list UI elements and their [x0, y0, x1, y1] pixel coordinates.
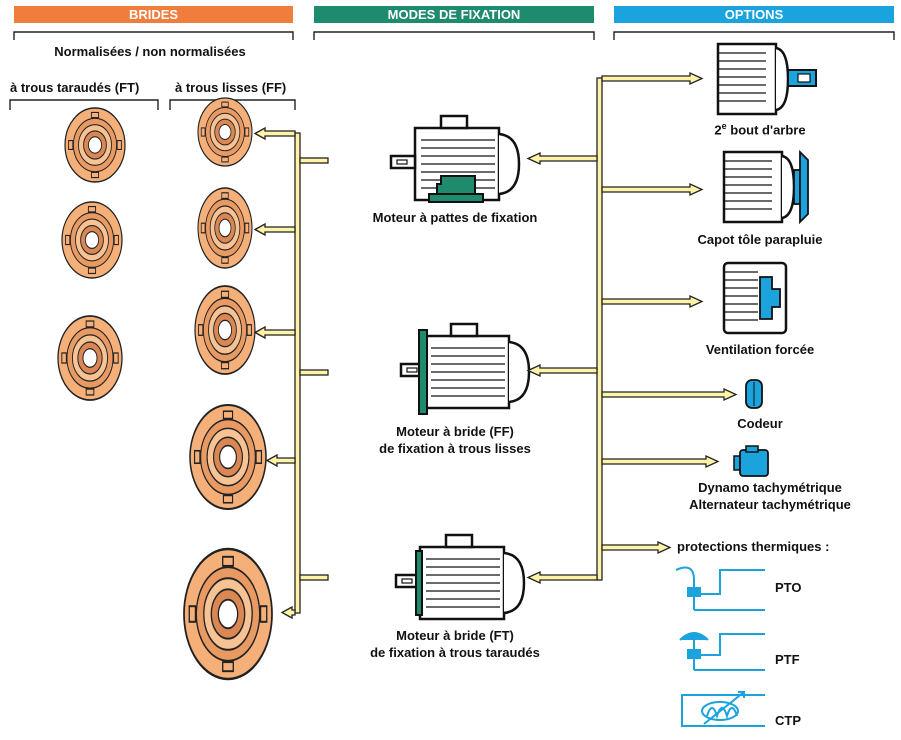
options-header: OPTIONS	[724, 7, 784, 22]
brides-col-ff-label: à trous lisses (FF)	[175, 80, 287, 95]
modes-header: MODES DE FIXATION	[387, 7, 521, 22]
options-connector	[526, 71, 738, 585]
option-ventilation-label: Ventilation forcée	[705, 342, 815, 357]
mode-ff-label-line1: Moteur à bride (FF)	[396, 424, 514, 439]
flange-ff-3	[194, 285, 256, 375]
flange-ff-2	[197, 187, 253, 269]
forced-ventilation-icon	[722, 261, 788, 335]
brides-header-bar	[14, 6, 293, 23]
option-alternateur-label: Alternateur tachymétrique	[689, 497, 851, 512]
brides-header: BRIDES	[128, 7, 179, 22]
flange-ft-large	[57, 315, 123, 401]
option-codeur-label: Codeur	[737, 416, 783, 431]
brides-col-ft-label: à trous taraudés (FT)	[10, 80, 140, 95]
ctp-symbol	[681, 691, 765, 727]
option-capot-label: Capot tôle parapluie	[697, 232, 823, 247]
option-protections-label: protections thermiques :	[677, 539, 830, 554]
flange-ff-5	[182, 547, 274, 681]
second-shaft-end-icon	[716, 42, 817, 116]
brides-subtitle: Normalisées / non normalisées	[54, 44, 246, 59]
options-header-bar	[614, 6, 894, 23]
pto-symbol	[675, 566, 765, 611]
ptf-symbol	[679, 632, 765, 671]
brides-connector	[253, 126, 329, 620]
encoder-icon	[745, 379, 763, 409]
option-dynamo-label: Dynamo tachymétrique	[698, 480, 842, 495]
modes-header-bar	[314, 6, 594, 23]
flange-ff-1	[197, 97, 253, 167]
motor-bride-ff-icon	[399, 322, 531, 415]
section-brackets	[9, 31, 895, 110]
mode-ft-label-line1: Moteur à bride (FT)	[396, 628, 514, 643]
umbrella-cover-icon	[722, 149, 809, 225]
flange-ff-4	[188, 403, 268, 511]
pto-label: PTO	[775, 580, 802, 595]
ctp-label: CTP	[775, 713, 801, 728]
mode-pattes-label: Moteur à pattes de fixation	[372, 210, 538, 225]
flange-ft-medium	[61, 201, 123, 279]
motor-bride-ft-icon	[394, 533, 526, 621]
option-second-shaft-label: 2e bout d'arbre	[714, 121, 806, 138]
tachometer-icon	[733, 445, 769, 477]
ptf-label: PTF	[775, 652, 800, 667]
motor-pattes-icon	[389, 114, 521, 203]
mode-ft-label-line2: de fixation à trous taraudés	[370, 645, 540, 660]
flange-ft-small	[64, 107, 126, 183]
mode-ff-label-line2: de fixation à trous lisses	[379, 441, 531, 456]
